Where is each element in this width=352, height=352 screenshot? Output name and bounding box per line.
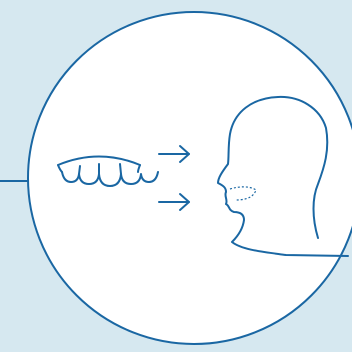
main-circle [28,12,352,344]
